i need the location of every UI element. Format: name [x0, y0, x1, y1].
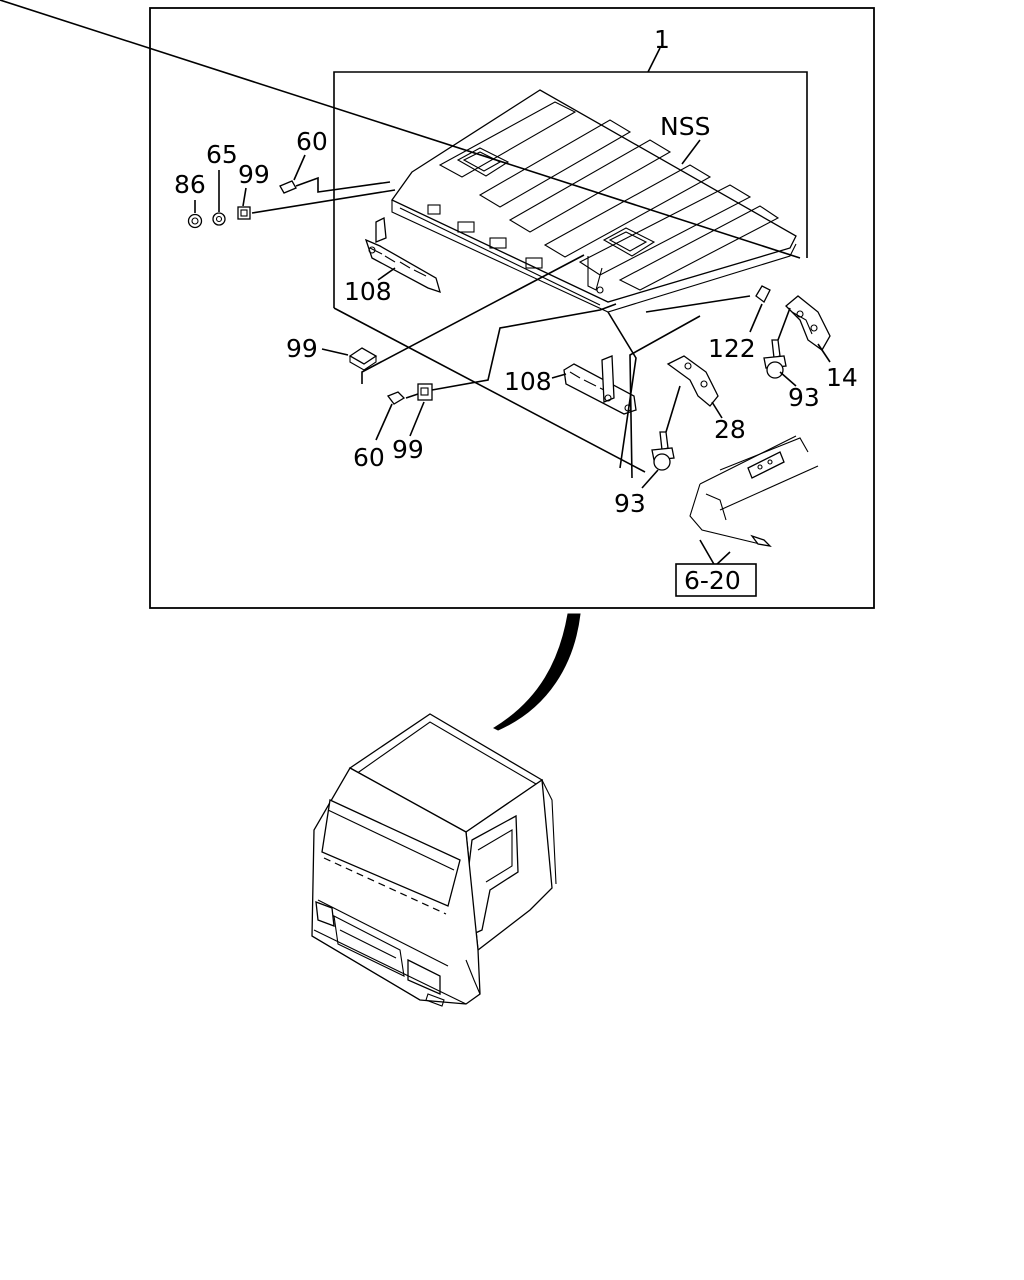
bolt-93-right: [763, 339, 787, 379]
label-122: 122: [708, 334, 756, 363]
label-60-bottom: 60: [353, 443, 385, 472]
roof-panel: [391, 89, 797, 313]
bolt-93-bottom: [651, 431, 675, 471]
label-28: 28: [714, 415, 746, 444]
roof-tabs: [427, 204, 543, 269]
label-14: 14: [826, 363, 858, 392]
label-99-top: 99: [238, 160, 270, 189]
cab-frame-section: [689, 435, 819, 547]
label-99-left: 99: [286, 334, 318, 363]
bracket-108-right: [563, 355, 637, 415]
hinge-28: [666, 355, 719, 407]
detail-frame: [149, 7, 875, 609]
label-86: 86: [174, 170, 206, 199]
truck-cab: [311, 713, 557, 1007]
label-108-left: 108: [344, 277, 392, 306]
label-93-bottom: 93: [614, 489, 646, 518]
clip-99-left: [348, 347, 378, 371]
detail-connector: [492, 613, 581, 731]
label-108-right: 108: [504, 367, 552, 396]
fastener-pair-bottom: [386, 383, 433, 405]
hinge-14: [785, 295, 831, 351]
label-65: 65: [206, 140, 238, 169]
label-nss: NSS: [660, 112, 710, 141]
label-99-bottom: 99: [392, 435, 424, 464]
fastener-stack-top: [187, 180, 297, 229]
label-reference-6-20: 6-20: [684, 566, 741, 595]
label-60-top: 60: [296, 127, 328, 156]
label-assembly-1: 1: [654, 25, 670, 54]
label-93-right: 93: [788, 383, 820, 412]
reference-box: [675, 563, 757, 597]
pin-122: [755, 285, 771, 303]
bracket-108-left: [364, 216, 441, 294]
roof-ribs: [438, 101, 780, 291]
